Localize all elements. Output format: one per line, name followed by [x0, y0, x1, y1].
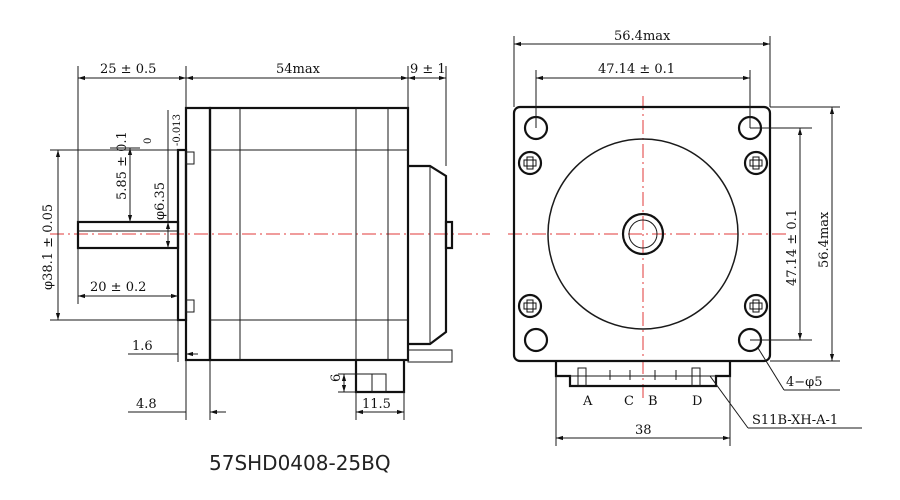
dim-body-length: 54max — [276, 62, 321, 77]
screw-bl — [517, 293, 543, 319]
motor-body — [208, 106, 410, 362]
pin-a: A — [582, 394, 593, 409]
dim-connector-w: 11.5 — [362, 397, 391, 412]
front-connector — [554, 361, 732, 388]
front-view: A C B D 56.4max 47.14 ± 0.1 47.14 ± 0.1 … — [508, 29, 862, 446]
dim-height-max: 56.4max — [817, 211, 832, 268]
dim-flat: 5.85 ± 0.1 — [115, 131, 130, 200]
screw-br — [743, 293, 769, 319]
front-face — [512, 105, 772, 363]
dim-hole-spacing-h: 47.14 ± 0.1 — [598, 62, 675, 77]
side-connector — [354, 360, 406, 394]
dim-shaft-length: 25 ± 0.5 — [100, 62, 156, 77]
front-shaft — [621, 212, 665, 256]
side-view: 25 ± 0.5 54max 9 ± 1 5.85 ± 0.1 φ6.35 0 … — [41, 62, 490, 420]
pin-b: B — [648, 394, 658, 409]
dim-shaft-dia: φ6.35 — [153, 182, 168, 220]
front-boss — [547, 138, 739, 330]
connector-label: S11B-XH-A-1 — [752, 413, 838, 428]
pin-c: C — [624, 394, 634, 409]
holes-label: 4−φ5 — [786, 375, 823, 390]
dim-connector-width: 38 — [635, 423, 652, 438]
model-title: 57SHD0408-25BQ — [209, 451, 391, 475]
dim-shaft-tol-upper: 0 — [143, 138, 154, 144]
dim-flange: 4.8 — [136, 397, 157, 412]
pin-d: D — [692, 394, 702, 409]
screw-tr — [743, 150, 769, 176]
dim-width-max: 56.4max — [614, 29, 671, 44]
dim-pilot-height: 1.6 — [132, 339, 153, 354]
dim-pilot-dia: φ38.1 ± 0.05 — [41, 204, 56, 290]
dim-rear: 9 ± 1 — [410, 62, 446, 77]
pilot-boss — [176, 148, 188, 322]
dim-shaft-tol-lower: -0.013 — [172, 114, 183, 146]
dim-connector-h: 6 — [329, 374, 344, 382]
motor-shaft — [76, 220, 180, 250]
dim-hole-spacing-v: 47.14 ± 0.1 — [785, 209, 800, 286]
dim-flat-length: 20 ± 0.2 — [90, 280, 146, 295]
rear-cap — [408, 164, 448, 346]
screw-tl — [517, 150, 543, 176]
mount-hole-bl — [523, 327, 549, 353]
